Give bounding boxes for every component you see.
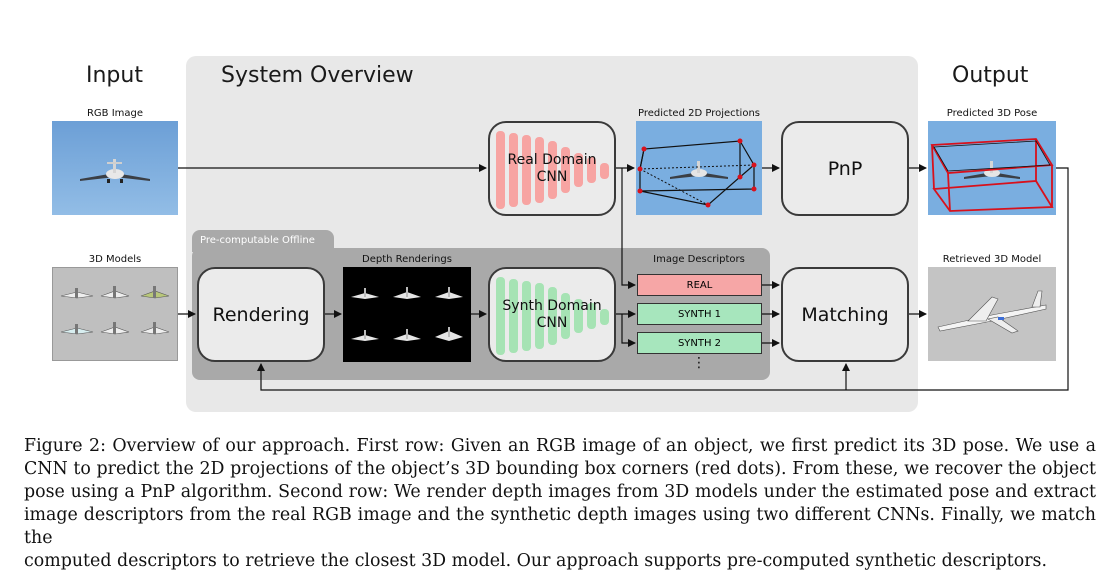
depth-renderings-image: [343, 267, 471, 362]
matching-box: Matching: [781, 267, 909, 362]
figure: Pre-computable Offline Input System Over…: [52, 56, 1069, 412]
image-descriptors-label: Image Descriptors: [653, 254, 745, 265]
synth-cnn-layers: [496, 277, 609, 355]
retrieved-model-image: [928, 267, 1056, 361]
input-heading: Input: [86, 63, 143, 88]
rendering-label: Rendering: [212, 303, 310, 326]
airplane-icon: [80, 159, 150, 183]
predicted-projections-image: [636, 121, 762, 215]
real-domain-cnn-box: Real Domain CNN: [488, 121, 616, 216]
caption-line-4: image descriptors from the real RGB imag…: [24, 505, 1096, 548]
real-cnn-layers: [496, 131, 609, 209]
output-heading: Output: [952, 63, 1029, 88]
caption-line-1: Figure 2: Overview of our approach. Firs…: [24, 436, 1096, 456]
predicted-pose-image: [928, 121, 1056, 215]
synth1-descriptor: SYNTH 1: [637, 303, 762, 325]
3d-models-image: [52, 267, 178, 361]
real-descriptor: REAL: [637, 274, 762, 296]
pnp-box: PnP: [781, 121, 909, 216]
offline-tab: [192, 230, 334, 252]
predicted-pose-label: Predicted 3D Pose: [946, 108, 1038, 119]
ellipsis: ⋮: [692, 355, 706, 371]
predicted-projections-label: Predicted 2D Projections: [637, 108, 761, 119]
caption-line-5: computed descriptors to retrieve the clo…: [24, 551, 1047, 571]
offline-label: Pre-computable Offline: [200, 235, 315, 246]
caption-line-3: pose using a PnP algorithm. Second row: …: [24, 482, 1096, 502]
rgb-image-label: RGB Image: [86, 108, 144, 119]
system-overview-heading: System Overview: [221, 63, 414, 88]
models-label: 3D Models: [88, 254, 142, 265]
synth-cnn-label-line2: CNN: [536, 314, 568, 331]
synth-cnn-label-line1: Synth Domain: [502, 297, 602, 314]
connector-arrows: [178, 164, 1069, 391]
figure-caption: Figure 2: Overview of our approach. Firs…: [24, 435, 1096, 573]
real-cnn-label-line2: CNN: [536, 168, 568, 185]
synth-domain-cnn-box: Synth Domain CNN: [488, 267, 616, 362]
synth2-descriptor: SYNTH 2: [637, 332, 762, 354]
caption-line-2: CNN to predict the 2D projections of the…: [24, 459, 1096, 479]
retrieved-model-label: Retrieved 3D Model: [942, 254, 1042, 265]
rgb-input-image: [52, 121, 178, 215]
matching-label: Matching: [801, 303, 889, 326]
rendering-box: Rendering: [197, 267, 325, 362]
pnp-label: PnP: [827, 157, 863, 180]
real-cnn-label-line1: Real Domain: [507, 151, 597, 168]
depth-renderings-label: Depth Renderings: [362, 254, 452, 265]
